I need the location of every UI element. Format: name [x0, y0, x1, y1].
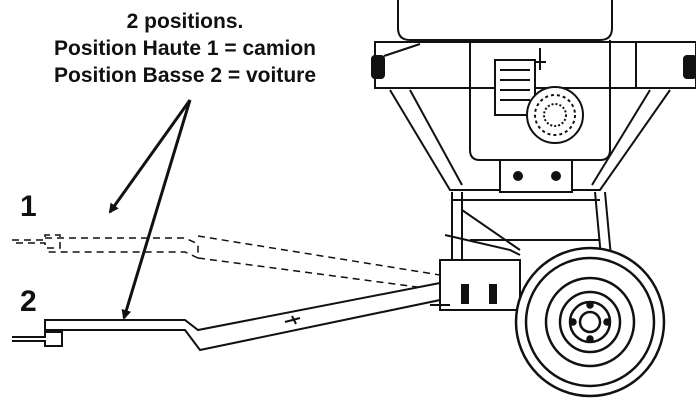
position-2-label: 2: [20, 285, 37, 318]
caption-line-2: Position Haute 1 = camion: [54, 37, 316, 60]
pointer-arrows: [108, 99, 192, 320]
wheel: [514, 246, 666, 398]
motor-housing: [469, 40, 611, 193]
drawbar-position-2: [12, 281, 441, 352]
drawbar-position-1: [12, 234, 441, 291]
position-1-label: 1: [20, 190, 37, 223]
caption-line-1: 2 positions.: [126, 10, 244, 33]
caption-line-3: Position Basse 2 = voiture: [53, 64, 316, 87]
arrow-to-position-1: [108, 99, 192, 214]
arrow-to-position-2: [121, 99, 192, 320]
